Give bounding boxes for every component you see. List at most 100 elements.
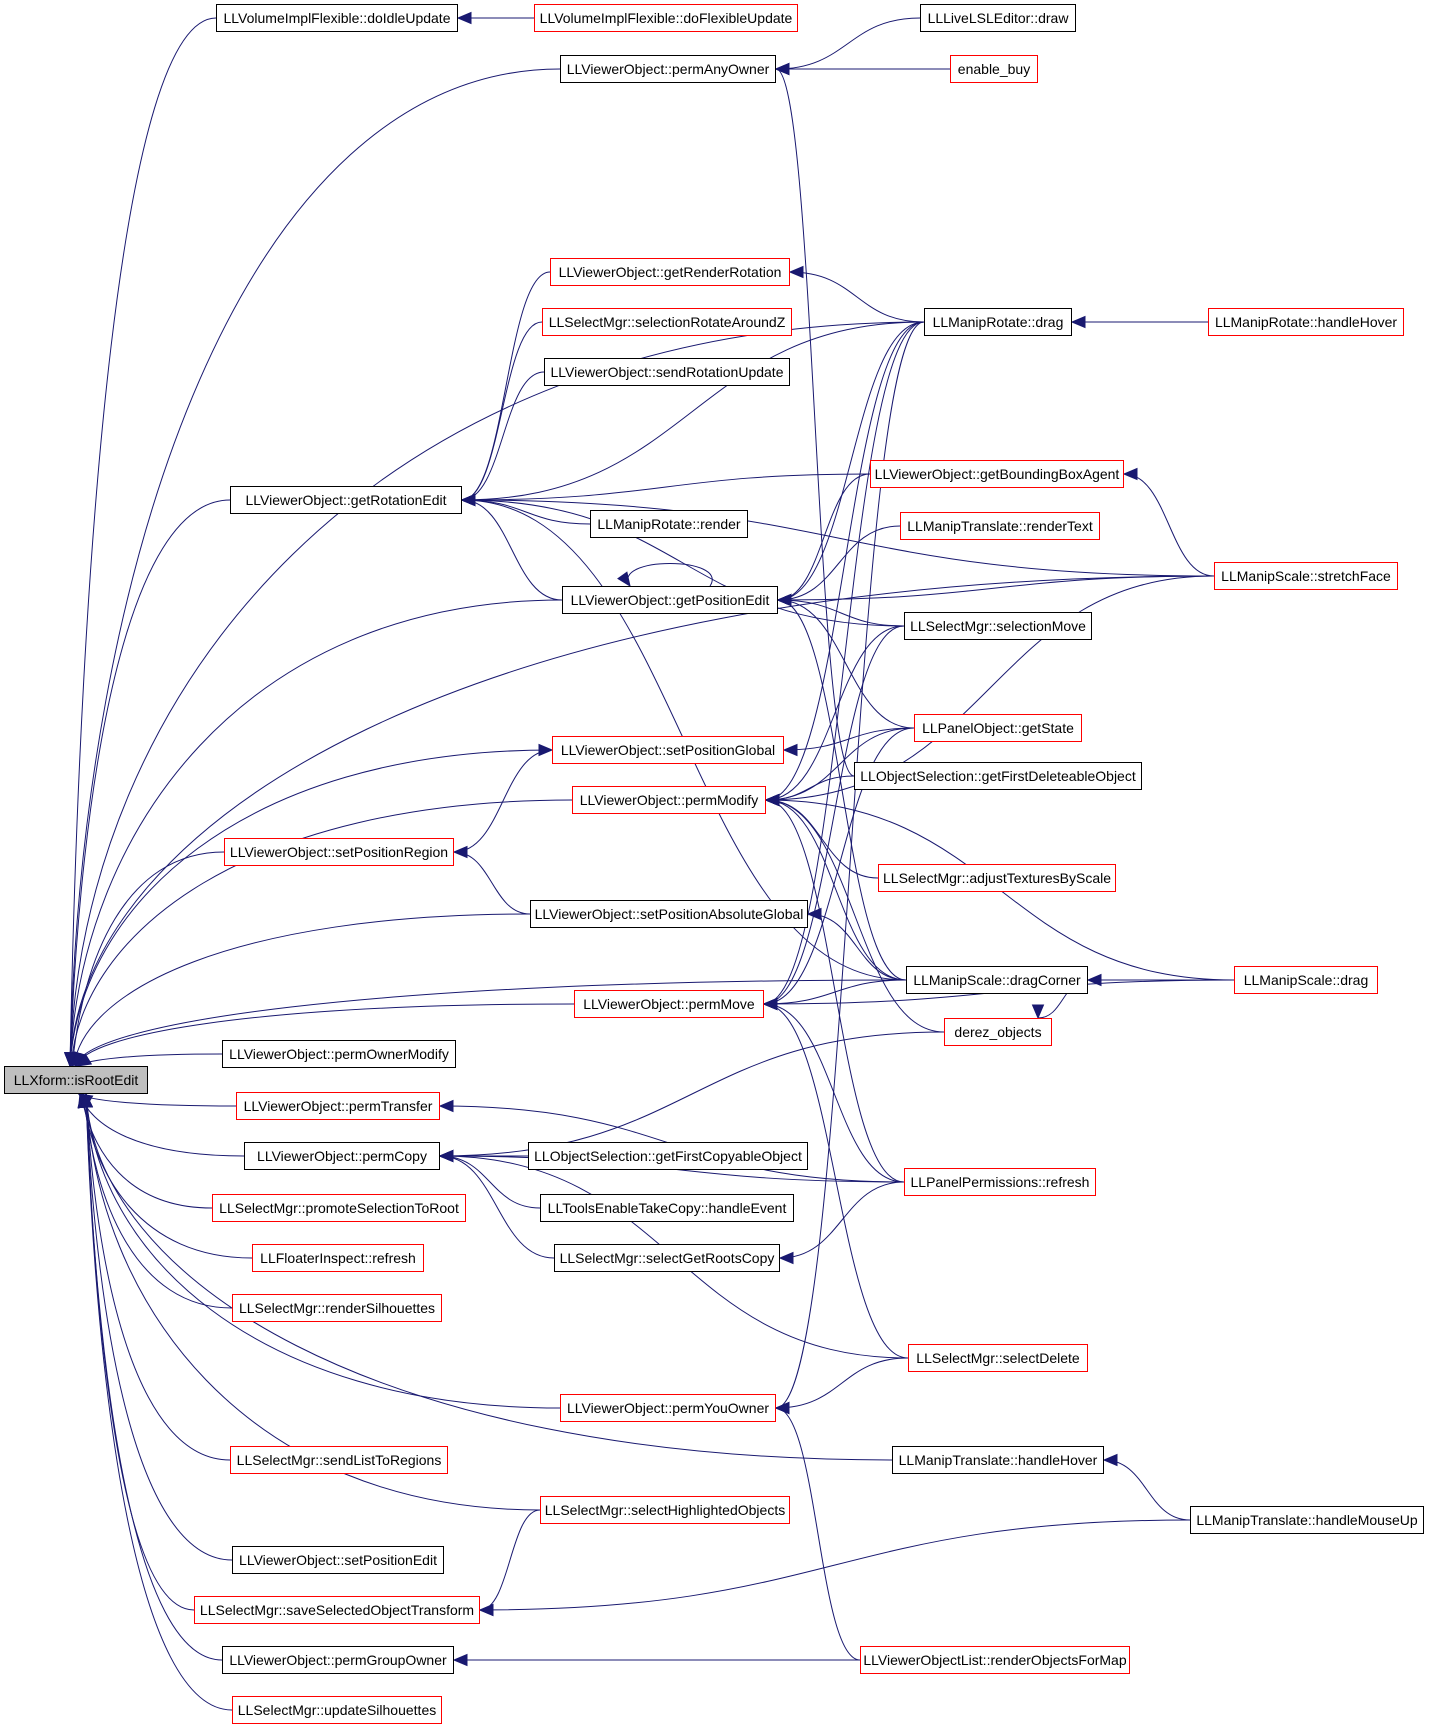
edge-panelRefresh-to-permModify (765, 799, 905, 1183)
edge-setPositionEdit-to-isRootEdit (85, 1093, 233, 1561)
node-floaterRefresh[interactable]: LLFloaterInspect::refresh (252, 1244, 424, 1272)
edge-setPosAbsGlobal-to-isRootEdit (73, 913, 531, 1067)
edge-selectionMove-to-permMove (763, 625, 905, 1005)
node-permAnyOwner[interactable]: LLViewerObject::permAnyOwner (560, 55, 776, 83)
node-promoteSel[interactable]: LLSelectMgr::promoteSelectionToRoot (212, 1194, 466, 1222)
node-doFlexibleUpdate[interactable]: LLVolumeImplFlexible::doFlexibleUpdate (534, 4, 798, 32)
edge-permMove-to-isRootEdit (75, 1003, 575, 1067)
node-selHighlighted[interactable]: LLSelectMgr::selectHighlightedObjects (540, 1496, 790, 1524)
edge-getRotationEdit-to-isRootEdit (69, 499, 231, 1067)
node-saveSel[interactable]: LLSelectMgr::saveSelectedObjectTransform (194, 1596, 480, 1624)
node-rotHover[interactable]: LLManipRotate::handleHover (1208, 308, 1404, 336)
node-permCopy[interactable]: LLViewerObject::permCopy (244, 1142, 440, 1170)
node-sendRotationUpdate[interactable]: LLViewerObject::sendRotationUpdate (544, 358, 790, 386)
edge-stretchFace-to-getPositionEdit (777, 575, 1215, 601)
edge-sendList-to-isRootEdit (85, 1093, 231, 1461)
node-rootsCopy[interactable]: LLSelectMgr::selectGetRootsCopy (554, 1244, 780, 1272)
node-isRootEdit[interactable]: LLXform::isRootEdit (4, 1066, 148, 1094)
edge-getState-to-permMove (763, 727, 915, 1005)
edge-permTransfer-to-isRootEdit (78, 1093, 237, 1107)
edge-sendRotationUpdate-to-getRotationEdit (461, 371, 545, 501)
edge-arrowhead-47 (776, 593, 792, 607)
node-stretchFace[interactable]: LLManipScale::stretchFace (1214, 562, 1398, 590)
edge-arrowhead-82 (774, 1401, 790, 1415)
edge-panelRefresh-to-rootsCopy (779, 1181, 905, 1259)
edge-setPosAbsGlobal-to-setPositionRegion (453, 851, 531, 915)
edge-permYouOwner-to-isRootEdit (85, 1093, 561, 1409)
edge-arrowhead-39 (788, 265, 804, 279)
node-panelRefresh[interactable]: LLPanelPermissions::refresh (904, 1168, 1096, 1196)
node-selectionMove[interactable]: LLSelectMgr::selectionMove (904, 612, 1092, 640)
node-setPositionEdit[interactable]: LLViewerObject::setPositionEdit (232, 1546, 444, 1574)
node-scaleDrag[interactable]: LLManipScale::drag (1234, 966, 1378, 994)
edge-getPositionEdit-to-isRootEdit (69, 599, 563, 1067)
edge-arrowhead-23 (72, 1051, 85, 1068)
node-permYouOwner[interactable]: LLViewerObject::permYouOwner (560, 1394, 776, 1422)
node-rotRender[interactable]: LLManipRotate::render (590, 510, 748, 538)
edge-getBBoxAgent-to-getPositionEdit (777, 473, 871, 601)
edge-arrowhead-26 (456, 11, 472, 25)
node-setPositionGlobal[interactable]: LLViewerObject::setPositionGlobal (552, 736, 784, 764)
edge-arrowhead-86 (452, 1653, 468, 1667)
node-takeCopy[interactable]: LLToolsEnableTakeCopy::handleEvent (540, 1194, 794, 1222)
node-permModify[interactable]: LLViewerObject::permModify (572, 786, 766, 814)
edge-setPositionGlobal-to-isRootEdit (69, 749, 553, 1067)
edge-rootsCopy-to-permCopy (439, 1155, 555, 1259)
edge-permCopy-to-isRootEdit (79, 1093, 245, 1157)
node-doIdleUpdate[interactable]: LLVolumeImplFlexible::doIdleUpdate (216, 4, 458, 32)
edge-arrowhead-50 (782, 743, 798, 757)
node-liveDraw[interactable]: LLLiveLSLEditor::draw (920, 4, 1076, 32)
node-getPositionEdit[interactable]: LLViewerObject::getPositionEdit (562, 586, 778, 614)
edge-arrowhead-78 (438, 1099, 454, 1113)
node-permGroupOwner[interactable]: LLViewerObject::permGroupOwner (222, 1646, 454, 1674)
edge-arrowhead-49 (1122, 467, 1138, 481)
edge-arrowhead-54 (1086, 973, 1102, 987)
edge-selectionMove-to-getRotationEdit (461, 499, 905, 627)
node-permTransfer[interactable]: LLViewerObject::permTransfer (236, 1092, 440, 1120)
node-permMove[interactable]: LLViewerObject::permMove (574, 990, 764, 1018)
node-getBBoxAgent[interactable]: LLViewerObject::getBoundingBoxAgent (870, 460, 1124, 488)
node-firstCopyable[interactable]: LLObjectSelection::getFirstCopyableObjec… (528, 1142, 808, 1170)
edge-mouseUp-to-transHover (1103, 1459, 1191, 1521)
node-transHover[interactable]: LLManipTranslate::handleHover (892, 1446, 1104, 1474)
node-firstDeleteable[interactable]: LLObjectSelection::getFirstDeleteableObj… (854, 762, 1142, 790)
edge-stretchFace-to-getBBoxAgent (1123, 473, 1215, 577)
node-selRotAroundZ[interactable]: LLSelectMgr::selectionRotateAroundZ (542, 308, 792, 336)
node-adjustTextures[interactable]: LLSelectMgr::adjustTexturesByScale (878, 864, 1116, 892)
edge-selectDelete-to-permYouOwner (775, 1357, 909, 1409)
node-renderForMap[interactable]: LLViewerObjectList::renderObjectsForMap (860, 1646, 1130, 1674)
node-getRotationEdit[interactable]: LLViewerObject::getRotationEdit (230, 486, 462, 514)
node-renderSil[interactable]: LLSelectMgr::renderSilhouettes (232, 1294, 442, 1322)
node-getRenderRotation[interactable]: LLViewerObject::getRenderRotation (550, 258, 790, 286)
edge-permModify-to-isRootEdit (70, 799, 573, 1067)
edge-dragCorner-to-isRootEdit (75, 979, 907, 1067)
node-getState[interactable]: LLPanelObject::getState (914, 714, 1082, 742)
node-permOwnerModify[interactable]: LLViewerObject::permOwnerModify (222, 1040, 456, 1068)
edge-selectionMove-to-getPositionEdit (777, 599, 905, 627)
edge-arrowhead-22 (80, 1092, 93, 1108)
edge-setPositionRegion-to-isRootEdit (71, 851, 225, 1067)
edge-arrowhead-51 (452, 845, 468, 859)
edge-arrowhead-71 (762, 997, 778, 1011)
node-mouseUp[interactable]: LLManipTranslate::handleMouseUp (1190, 1506, 1424, 1534)
node-setPosAbsGlobal[interactable]: LLViewerObject::setPositionAbsoluteGloba… (530, 900, 808, 928)
node-enableBuy[interactable]: enable_buy (950, 55, 1038, 83)
edge-takeCopy-to-permCopy (439, 1155, 541, 1209)
edge-arrowhead-88 (774, 62, 790, 76)
edge-permOwnerModify-to-isRootEdit (77, 1053, 223, 1067)
edge-dragCorner-to-permModify (765, 799, 907, 981)
node-sendList[interactable]: LLSelectMgr::sendListToRegions (230, 1446, 448, 1474)
node-setPositionRegion[interactable]: LLViewerObject::setPositionRegion (224, 838, 454, 866)
edge-getPositionEdit-to-getPositionEdit (627, 563, 713, 587)
node-derez[interactable]: derez_objects (944, 1018, 1052, 1046)
node-rotDrag[interactable]: LLManipRotate::drag (924, 308, 1072, 336)
node-selectDelete[interactable]: LLSelectMgr::selectDelete (908, 1344, 1088, 1372)
node-updateSil[interactable]: LLSelectMgr::updateSilhouettes (232, 1696, 442, 1724)
edge-selHighlighted-to-saveSel (479, 1509, 541, 1611)
edge-getPositionEdit-to-getRotationEdit (461, 499, 563, 601)
edge-permAnyOwner-to-isRootEdit (69, 68, 561, 1067)
node-dragCorner[interactable]: LLManipScale::dragCorner (906, 966, 1088, 994)
node-renderText[interactable]: LLManipTranslate::renderText (900, 512, 1100, 540)
